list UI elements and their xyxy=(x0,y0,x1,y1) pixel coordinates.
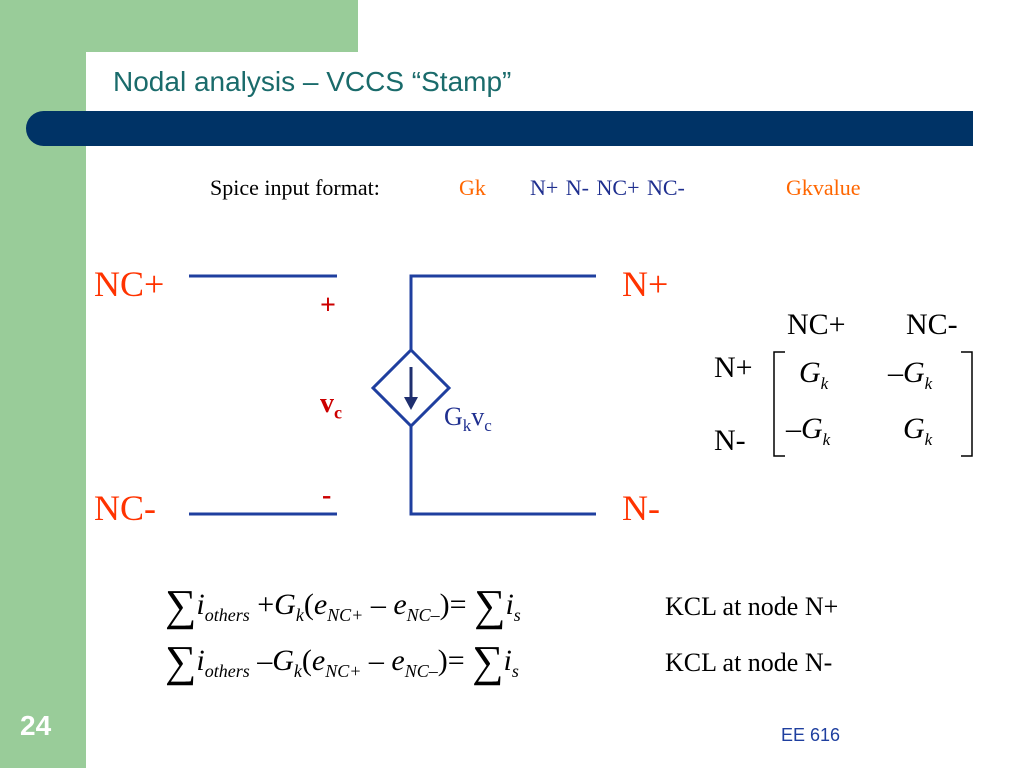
matrix-entry-22: Gk xyxy=(903,412,933,449)
kcl-equation-n-minus: ∑iothers –Gk(eNC+ – eNC–)= ∑is xyxy=(165,637,519,686)
kcl-label-n-plus: KCL at node N+ xyxy=(665,592,839,621)
node-n-minus: N- xyxy=(622,488,660,528)
source-value-label: Gkvc xyxy=(444,402,492,436)
matrix-col-nc-minus: NC- xyxy=(906,308,958,341)
node-nc-plus: NC+ xyxy=(94,264,165,304)
polarity-plus: + xyxy=(320,290,336,321)
n-minus-wire xyxy=(409,426,596,516)
spice-value: Gkvalue xyxy=(786,175,861,200)
matrix-row-n-minus: N- xyxy=(714,424,746,457)
footer-course: EE 616 xyxy=(781,725,841,745)
kcl-label-n-minus: KCL at node N- xyxy=(665,648,833,677)
matrix-entry-11: Gk xyxy=(799,356,829,393)
slide-content-area xyxy=(86,52,1024,768)
matrix-left-bracket xyxy=(773,351,785,457)
title-underline-bar xyxy=(26,111,973,146)
polarity-minus: - xyxy=(322,480,332,511)
top-green-band xyxy=(0,0,358,52)
matrix-entry-21: –Gk xyxy=(786,412,831,449)
n-plus-wire xyxy=(409,274,596,350)
matrix-col-nc-plus: NC+ xyxy=(787,308,846,341)
matrix-entry-12: –Gk xyxy=(888,356,933,393)
current-arrow-icon xyxy=(404,397,418,410)
control-voltage-label: vc xyxy=(320,388,342,423)
node-nc-minus: NC- xyxy=(94,488,156,528)
matrix-row-n-plus: N+ xyxy=(714,351,753,384)
spice-element: Gk xyxy=(459,175,486,200)
spice-label: Spice input format: xyxy=(210,175,380,200)
matrix-right-bracket xyxy=(961,351,973,457)
kcl-equation-n-plus: ∑iothers +Gk(eNC+ – eNC–)= ∑is xyxy=(165,581,521,630)
node-n-plus: N+ xyxy=(622,264,669,304)
slide-title: Nodal analysis – VCCS “Stamp” xyxy=(113,66,512,97)
page-number: 24 xyxy=(20,710,52,741)
spice-nodes: N+ N- NC+ NC- xyxy=(530,175,685,200)
